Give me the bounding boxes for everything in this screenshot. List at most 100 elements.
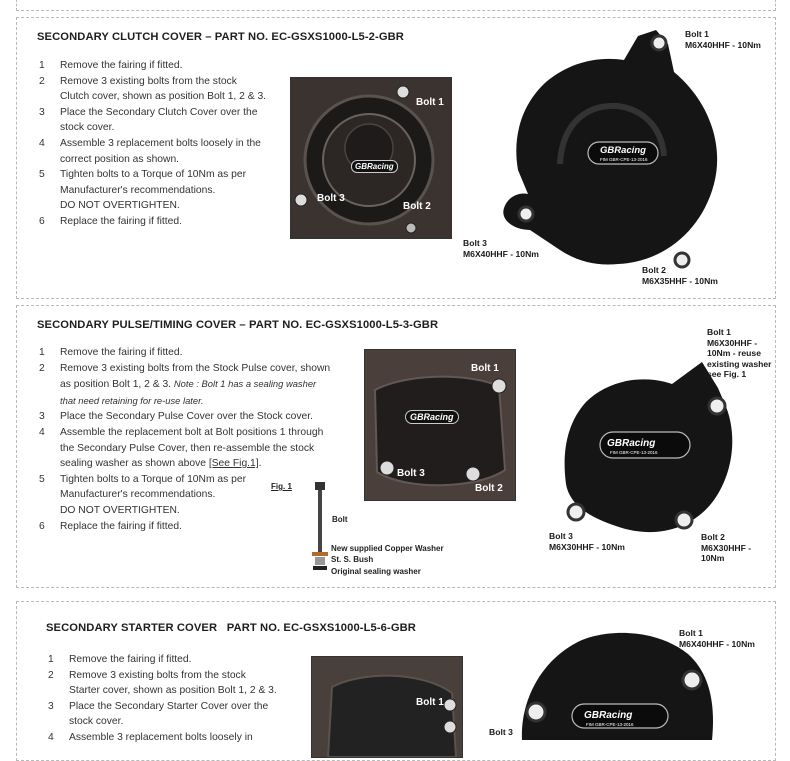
step-text: Assemble the replacement bolt at Bolt po…: [60, 426, 324, 470]
starter-installed-photo: Bolt 1: [311, 656, 463, 758]
step-text: Remove the fairing if fitted.: [60, 60, 183, 71]
starter-steps-list: 1 Remove the fairing if fitted. 2 Remove 3 …: [48, 652, 308, 746]
callout-line: Bolt 3: [463, 238, 487, 248]
step-text: Assemble 3 replacement bolts loosely in …: [60, 137, 261, 165]
clutch-photo-badge: GBRacing: [351, 160, 398, 173]
callout-line: M6X30HHF -: [701, 542, 752, 553]
pulse-photo-bolt2-label: Bolt 2: [475, 483, 503, 494]
step-item: 3 Place the Secondary Starter Cover over …: [48, 699, 308, 730]
step-item: 6 Replace the fairing if fitted.: [39, 519, 359, 535]
step-text: Place the Secondary Clutch Cover over th…: [60, 106, 258, 134]
pulse-photo-bolt1-label: Bolt 1: [471, 363, 499, 374]
step-number: 5: [39, 473, 45, 485]
clutch-product-badge-sub: FIM GBR-CPE-13-2016: [600, 157, 648, 162]
fig1-seal-label: Original sealing washer: [331, 567, 421, 576]
pulse-product-badge-sub: FIM GBR-CPE-13-2016: [610, 450, 658, 455]
clutch-photo-drawing: [291, 78, 451, 238]
pulse-cover-title: SECONDARY PULSE/TIMING COVER – PART NO. …: [37, 319, 439, 331]
callout-line: Bolt 1: [679, 628, 703, 638]
step-number: 2: [39, 75, 45, 87]
step-number: 3: [48, 700, 54, 712]
callout-line: Bolt 3: [549, 531, 573, 541]
starter-callout-bolt3: Bolt 3: [489, 727, 513, 738]
step-number: 1: [48, 654, 54, 665]
clutch-product-badge: GBRacing: [600, 145, 646, 156]
step-text: Tighten bolts to a Torque of 10Nm as per…: [60, 169, 247, 212]
step-number: 4: [39, 137, 45, 149]
clutch-installed-photo: GBRacing Bolt 1 Bolt 3 Bolt 2: [290, 77, 452, 239]
step-number: 4: [48, 731, 54, 743]
callout-line: see Fig. 1: [707, 369, 747, 379]
step-item: 3 Place the Secondary Pulse Cover over th…: [39, 409, 359, 425]
starter-cover-product-image: [521, 632, 713, 740]
callout-line: M6X35HHF - 10Nm: [642, 275, 718, 286]
starter-photo-bolt1-label: Bolt 1: [416, 697, 444, 708]
clutch-cover-product-image: [503, 30, 718, 269]
step-number: 5: [39, 169, 45, 181]
step-item: 5 Tighten bolts to a Torque of 10Nm as pe…: [39, 167, 289, 214]
step-number: 2: [48, 669, 54, 681]
step-number: 6: [39, 520, 45, 532]
fig1-bolt-diagram: [312, 482, 328, 570]
callout-line: Bolt 2: [701, 532, 725, 542]
step-text: Place the Secondary Pulse Cover over the…: [60, 411, 313, 423]
clutch-steps-list: 1 Remove the fairing if fitted. 2 Remove 3 …: [39, 58, 289, 230]
callout-line: M6X40HHF - 10Nm: [679, 638, 755, 649]
clutch-photo-bolt1-label: Bolt 1: [416, 97, 444, 108]
step-text: Remove the fairing if fitted.: [69, 654, 192, 665]
pulse-product-badge: GBRacing: [607, 438, 656, 449]
callout-line: Bolt 1: [707, 327, 731, 337]
previous-section-panel: [16, 0, 776, 11]
starter-product-badge-sub: FIM GBR-CPE-13-2016: [586, 722, 634, 727]
callout-line: Bolt 1: [685, 29, 709, 39]
step-number: 1: [39, 60, 45, 71]
step-number: 1: [39, 347, 45, 358]
step-item: 4 Assemble 3 replacement bolts loosely in: [48, 730, 308, 746]
step-text: Remove 3 existing bolts from the Stock P…: [60, 362, 331, 406]
callout-line: Bolt 3: [489, 727, 513, 737]
fig1-bush-label: St. S. Bush: [331, 555, 374, 564]
step-item: 3 Place the Secondary Clutch Cover over t…: [39, 105, 289, 136]
callout-line: existing washer: [707, 358, 772, 369]
fig1-title: Fig. 1: [271, 482, 292, 491]
clutch-photo-bolt2-label: Bolt 2: [403, 201, 431, 212]
pulse-installed-photo: GBRacing Bolt 1 Bolt 3 Bolt 2: [364, 349, 516, 501]
step-item: 1 Remove the fairing if fitted.: [48, 652, 308, 668]
step-text: Assemble 3 replacement bolts loosely in: [69, 731, 253, 743]
step-text: Place the Secondary Starter Cover over t…: [69, 700, 269, 728]
pulse-photo-bolt3-label: Bolt 3: [397, 468, 425, 479]
clutch-photo-bolt3-label: Bolt 3: [317, 193, 345, 204]
pulse-cover-product-image: [564, 362, 733, 533]
callout-line: 10Nm: [701, 553, 725, 563]
step-number: 3: [39, 411, 45, 423]
callout-line: M6X30HHF -: [707, 337, 758, 348]
callout-line: M6X40HHF - 10Nm: [685, 39, 761, 50]
step-number: 3: [39, 106, 45, 118]
step-item: 1 Remove the fairing if fitted.: [39, 58, 289, 74]
starter-product-badge: GBRacing: [584, 710, 633, 721]
callout-line: 10Nm - reuse: [707, 348, 761, 358]
clutch-cover-title: SECONDARY CLUTCH COVER – PART NO. EC-GSX…: [37, 31, 404, 43]
step-text: Replace the fairing if fitted.: [60, 520, 182, 532]
starter-cover-title: SECONDARY STARTER COVER PART NO. EC-GSXS…: [46, 622, 416, 634]
fig1-bolt-label: Bolt: [332, 515, 348, 524]
callout-line: M6X30HHF - 10Nm: [549, 541, 625, 552]
callout-line: M6X40HHF - 10Nm: [463, 248, 539, 259]
step-number: 6: [39, 215, 45, 227]
